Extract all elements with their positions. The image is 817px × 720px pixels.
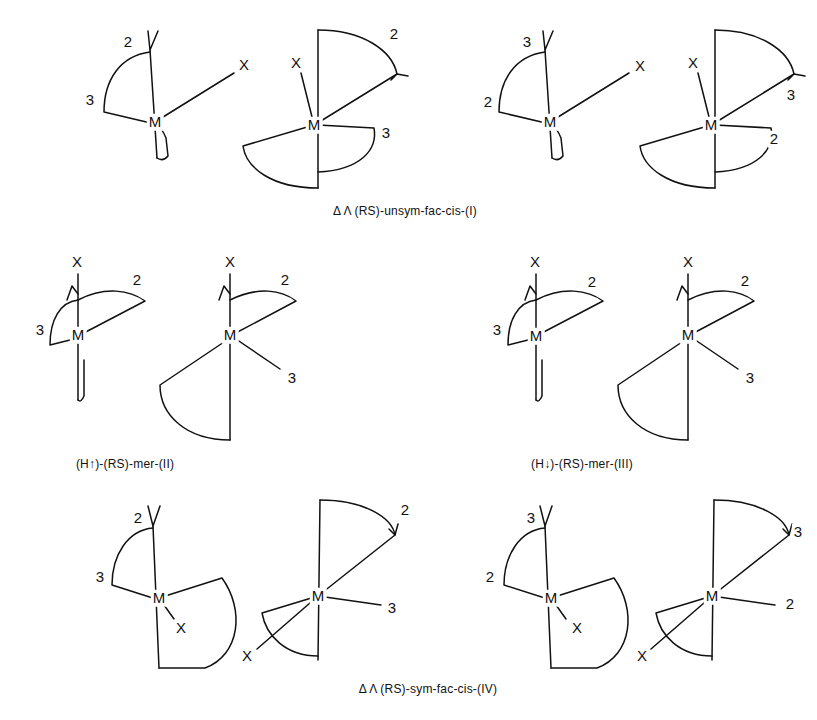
- isomer-caption: (H↑)-(RS)-mer-(II): [74, 458, 176, 471]
- structure-label: M: [704, 588, 721, 605]
- structure-label: 2: [399, 502, 411, 519]
- structure-label: 2: [482, 94, 494, 111]
- sym-fac-structure: [112, 506, 236, 668]
- sym-fac-structure: [504, 506, 628, 668]
- structure-label: M: [306, 117, 323, 134]
- structure-label: X: [70, 254, 84, 271]
- isomer-caption: (H↓)-(RS)-mer-(III): [529, 458, 635, 471]
- structure-label: M: [310, 588, 327, 605]
- structure-label: X: [635, 648, 649, 665]
- structure-label: 2: [739, 273, 751, 290]
- sym-fac-structure: [257, 500, 398, 660]
- structure-label: 2: [279, 272, 291, 289]
- structure-label: 3: [84, 92, 96, 109]
- structure-label: 3: [491, 322, 503, 339]
- structure-label: 3: [744, 370, 756, 387]
- structure-label: 2: [132, 510, 144, 527]
- mer-structure: [160, 274, 296, 440]
- structure-label: M: [528, 328, 545, 345]
- structure-label: X: [681, 254, 695, 271]
- mer-structure: [618, 274, 754, 440]
- structure-label: M: [542, 114, 559, 131]
- structure-label: 3: [380, 125, 392, 142]
- structure-label: X: [528, 254, 542, 271]
- unsym-fac-structure: [243, 30, 408, 188]
- unsym-fac-structure: [640, 30, 805, 188]
- structure-label: 3: [785, 87, 797, 104]
- structure-label: M: [680, 327, 697, 344]
- structure-label: 2: [388, 26, 400, 43]
- structure-label: X: [289, 55, 303, 72]
- unsym-fac-structure: [104, 31, 234, 160]
- structure-label: X: [686, 55, 700, 72]
- structure-label: M: [543, 590, 560, 607]
- structure-label: 2: [484, 569, 496, 586]
- structure-label: 3: [525, 510, 537, 527]
- structure-label: X: [223, 254, 237, 271]
- structure-label: M: [222, 327, 239, 344]
- isomer-caption: Δ Λ (RS)-unsym-fac-cis-(I): [331, 205, 479, 218]
- structure-label: M: [70, 327, 87, 344]
- structure-label: 2: [586, 274, 598, 291]
- structure-label: M: [147, 114, 164, 131]
- structure-label: 3: [286, 370, 298, 387]
- structure-label: X: [240, 648, 254, 665]
- structure-label: 2: [784, 596, 796, 613]
- structure-label: X: [174, 620, 188, 637]
- structure-label: 2: [131, 272, 143, 289]
- structure-label: 3: [386, 600, 398, 617]
- structure-label: 3: [792, 524, 804, 541]
- isomer-caption: Δ Λ (RS)-sym-fac-cis-(IV): [357, 683, 499, 696]
- structure-label: 3: [521, 34, 533, 51]
- structure-label: X: [633, 58, 647, 75]
- structure-label: X: [237, 57, 251, 74]
- structure-label: M: [151, 590, 168, 607]
- structure-label: M: [703, 117, 720, 134]
- unsym-fac-structure: [499, 31, 629, 160]
- structure-label: 2: [122, 34, 134, 51]
- mer-structure: [50, 274, 145, 401]
- structure-label: 2: [768, 131, 780, 148]
- structure-label: X: [570, 620, 584, 637]
- structure-label: 3: [94, 569, 106, 586]
- structure-label: 3: [34, 322, 46, 339]
- mer-structure: [508, 274, 603, 401]
- sym-fac-structure: [651, 500, 792, 660]
